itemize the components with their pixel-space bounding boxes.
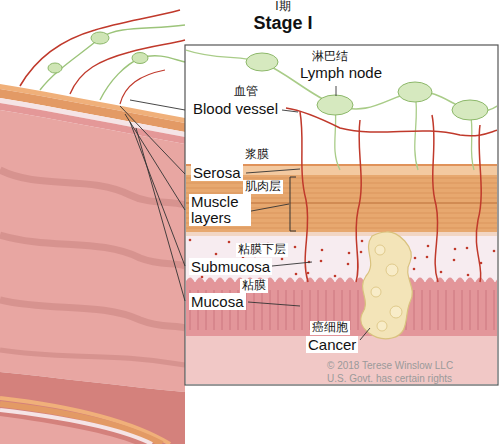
crypt	[470, 290, 471, 330]
crypt	[430, 290, 431, 330]
submucosa-dot	[228, 241, 231, 244]
part-label: Lymph node	[298, 64, 384, 81]
submucosa-dot	[440, 271, 443, 274]
submucosa-dot	[454, 248, 457, 251]
submucosa-dot	[426, 256, 429, 259]
submucosa-dot	[361, 240, 364, 243]
submucosa-dot	[453, 259, 456, 262]
lymph-node	[317, 95, 353, 115]
crypt	[358, 290, 359, 330]
crypt	[486, 290, 487, 330]
inset-frame	[185, 45, 498, 385]
part-label: Mucosa	[189, 293, 246, 310]
submucosa-dot	[334, 275, 337, 278]
submucosa-dot	[307, 272, 310, 275]
part-label: Muscle layers	[189, 194, 251, 226]
part-label: 血管	[232, 85, 260, 99]
part-label: 癌细胞	[310, 321, 350, 335]
watermark: U.S. Govt. has certain rights	[325, 373, 454, 385]
title-zh: I期	[273, 0, 292, 14]
colon-vessels	[20, 10, 185, 104]
colon-wall-layers	[0, 84, 185, 144]
colon-cut-end	[0, 372, 185, 444]
lymph-vessels	[186, 50, 497, 170]
part-label: 粘膜下层	[236, 243, 288, 257]
muscle-texture	[186, 228, 497, 229]
submucosa-dot	[348, 252, 351, 255]
submucosa-dot	[347, 263, 350, 266]
submucosa-dot	[466, 247, 469, 250]
muscle-texture	[186, 188, 497, 189]
submucosa-dot	[321, 249, 324, 252]
part-label: 浆膜	[243, 148, 271, 162]
crypt	[414, 290, 415, 330]
crypt	[446, 290, 447, 330]
leader-lines	[120, 86, 370, 340]
submucosa-dot	[294, 246, 297, 249]
crypt	[302, 290, 303, 330]
submucosa-dot	[189, 239, 192, 242]
crypt	[454, 290, 455, 330]
crypt	[278, 290, 279, 330]
inset-tissue	[186, 50, 497, 384]
submucosa-dot	[413, 268, 416, 271]
crypt	[438, 290, 439, 330]
crypt	[294, 290, 295, 330]
crypt	[422, 290, 423, 330]
part-label: 淋巴结	[310, 50, 350, 64]
cancer-tumor	[361, 232, 412, 339]
bracket	[290, 177, 296, 231]
colon-folds	[0, 170, 185, 365]
part-label: 粘膜	[240, 279, 268, 293]
submucosa-dot	[467, 274, 470, 277]
submucosa-dot	[320, 260, 323, 263]
part-label: Blood vessel	[191, 100, 280, 117]
watermark: © 2018 Terese Winslow LLC	[325, 360, 455, 372]
crypt	[262, 290, 263, 330]
muscle-texture	[186, 183, 497, 184]
lymph-node	[452, 100, 488, 120]
title: Stage I	[251, 13, 314, 34]
submucosa-dot	[493, 250, 496, 253]
crypt	[254, 290, 255, 330]
part-label: 肌肉层	[243, 180, 283, 194]
lymph-node	[246, 53, 278, 71]
part-label: Serosa	[191, 164, 243, 181]
submucosa-dot	[427, 245, 430, 248]
submucosa-dot	[360, 251, 363, 254]
part-label: Cancer	[306, 336, 358, 353]
colon-lumen	[0, 110, 185, 392]
crypt	[478, 290, 479, 330]
submucosa-dot	[414, 257, 417, 260]
submucosa-dot	[295, 273, 298, 276]
submucosa-dot	[281, 258, 284, 261]
submucosa-dot	[215, 253, 218, 256]
crypt	[494, 290, 495, 330]
lymph-node	[398, 82, 432, 102]
crypt	[246, 290, 247, 330]
crypt	[270, 290, 271, 330]
part-label: Submucosa	[189, 258, 272, 275]
crypt	[286, 290, 287, 330]
crypt	[462, 290, 463, 330]
